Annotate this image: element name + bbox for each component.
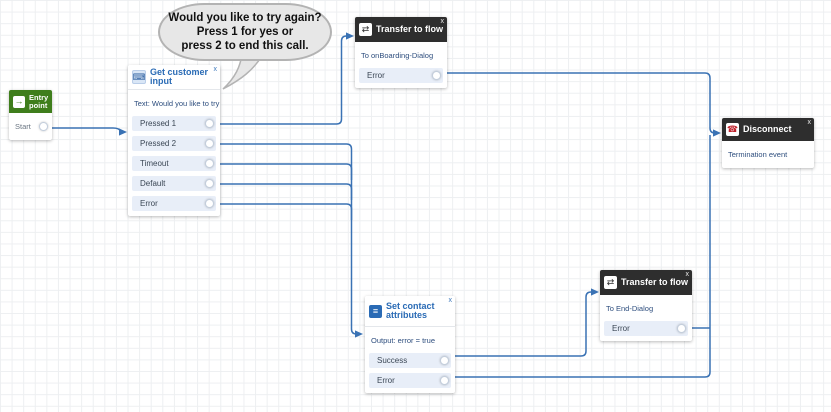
error-output-port[interactable] (677, 324, 686, 333)
branch-label: Pressed 1 (140, 119, 177, 128)
close-icon[interactable]: x (213, 66, 218, 73)
connection-sca-success-to-transfer-end[interactable] (450, 291, 592, 357)
connection-pressed1-to-transfer-onboarding[interactable] (215, 35, 348, 125)
close-icon[interactable]: x (440, 18, 445, 25)
attributes-card-icon: ≡ (369, 304, 382, 318)
branch-label: Default (140, 179, 166, 188)
node-description: Text: Would you like to try ... (134, 99, 220, 108)
arrowhead-into-transfer-onboarding (346, 32, 354, 40)
node-get-customer-input[interactable]: ⌨ Get customer input x Text: Would you l… (128, 65, 220, 216)
branch-error[interactable]: Error (132, 196, 216, 211)
arrowhead-into-transfer-end (591, 288, 599, 296)
error-output-port[interactable] (432, 71, 441, 80)
branch-label: Error (612, 324, 630, 333)
node-description: To onBoarding-Dialog (361, 51, 434, 60)
error-output-port[interactable] (205, 199, 214, 208)
arrowhead-into-set-contact-attributes (355, 330, 363, 338)
connection-start-to-get-customer-input[interactable] (48, 127, 122, 132)
success-output-port[interactable] (440, 356, 449, 365)
connection-transfer1-error-to-disconnect[interactable] (442, 72, 716, 134)
branch-timeout[interactable]: Timeout (132, 156, 216, 171)
arrow-right-icon: → (13, 95, 25, 108)
branch-pressed-1[interactable]: Pressed 1 (132, 116, 216, 131)
arrowhead-into-disconnect (713, 129, 721, 137)
pressed-2-output-port[interactable] (205, 139, 214, 148)
phone-hangup-icon: ☎ (726, 123, 739, 136)
branch-success[interactable]: Success (369, 353, 451, 368)
connection-sca-error-to-disconnect[interactable] (450, 135, 711, 378)
branch-label: Error (140, 199, 158, 208)
branch-default[interactable]: Default (132, 176, 216, 191)
default-output-port[interactable] (205, 179, 214, 188)
speech-bubble: Would you like to try again? Press 1 for… (158, 3, 332, 61)
speech-bubble-tail (222, 54, 264, 90)
timeout-output-port[interactable] (205, 159, 214, 168)
flow-transfer-icon: ⇄ (359, 23, 372, 36)
node-description: Output: error = true (371, 336, 435, 345)
keypad-person-icon: ⌨ (132, 70, 146, 84)
node-disconnect[interactable]: ☎ Disconnect x Termination event (722, 118, 814, 168)
speech-bubble-line: press 2 to end this call. (181, 40, 309, 52)
node-entry-point[interactable]: → Entry point Start (9, 90, 52, 140)
node-title: Get customer input (150, 66, 209, 86)
node-title: Transfer to flow (376, 23, 444, 34)
connection-gci-error-to-set-contact-attributes[interactable] (215, 203, 353, 220)
error-output-port[interactable] (440, 376, 449, 385)
node-title: Set contact attributes (386, 300, 435, 320)
speech-bubble-line: Press 1 for yes or (196, 25, 294, 38)
branch-label: Timeout (140, 159, 169, 168)
connection-pressed2-to-set-contact-attributes[interactable] (215, 143, 358, 335)
node-description: To End-Dialog (606, 304, 654, 313)
branch-label: Error (367, 71, 385, 80)
flow-transfer-icon: ⇄ (604, 276, 617, 289)
node-description: Termination event (728, 150, 788, 159)
close-icon[interactable]: x (448, 297, 453, 304)
branch-label: Pressed 2 (140, 139, 177, 148)
branch-error[interactable]: Error (604, 321, 688, 336)
close-icon[interactable]: x (685, 271, 690, 278)
connection-default-to-set-contact-attributes[interactable] (215, 183, 353, 200)
node-title: Transfer to flow (621, 276, 689, 287)
start-output-port[interactable] (39, 122, 48, 131)
node-transfer-to-flow-onboarding[interactable]: ⇄ Transfer to flow x To onBoarding-Dialo… (355, 17, 447, 88)
connection-timeout-to-set-contact-attributes[interactable] (215, 163, 353, 180)
close-icon[interactable]: x (807, 119, 812, 126)
branch-error[interactable]: Error (369, 373, 451, 388)
node-title: Disconnect (743, 123, 792, 134)
branch-pressed-2[interactable]: Pressed 2 (132, 136, 216, 151)
start-label: Start (15, 122, 31, 131)
arrowhead-into-get-customer-input (119, 128, 127, 136)
node-transfer-to-flow-end[interactable]: ⇄ Transfer to flow x To End-Dialog Error (600, 270, 692, 341)
speech-bubble-line: Would you like to try again? (168, 11, 322, 24)
node-title: Entry point (29, 92, 49, 110)
branch-error[interactable]: Error (359, 68, 443, 83)
pressed-1-output-port[interactable] (205, 119, 214, 128)
node-set-contact-attributes[interactable]: ≡ Set contact attributes x Output: error… (365, 296, 455, 393)
branch-label: Success (377, 356, 408, 365)
branch-label: Error (377, 376, 395, 385)
